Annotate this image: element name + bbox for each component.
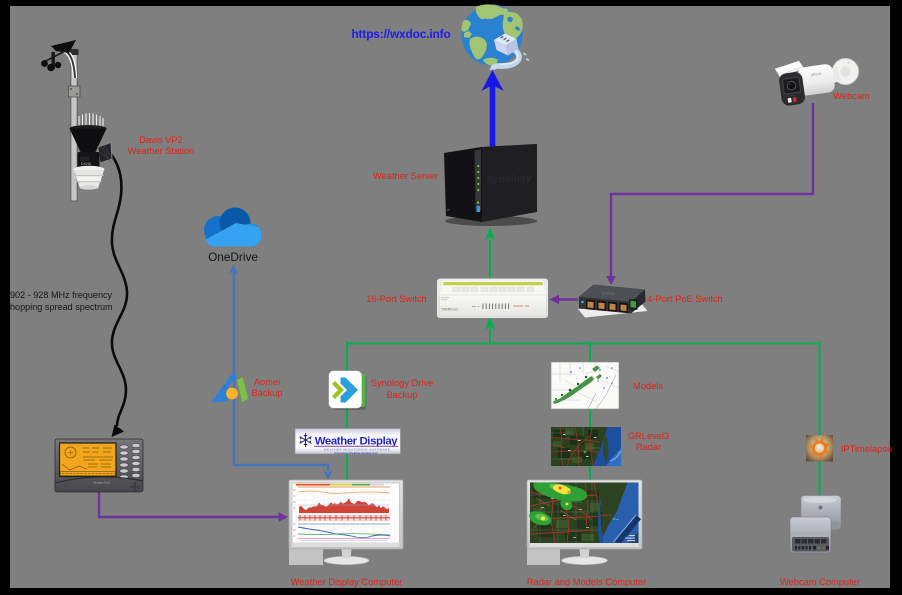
svg-text:TRENDnet: TRENDnet (441, 308, 459, 312)
svg-text:Synology: Synology (486, 173, 532, 186)
svg-text:Weather Display: Weather Display (315, 436, 398, 448)
svg-text:Vantage Pro2: Vantage Pro2 (93, 481, 110, 485)
svg-text:tp-link: tp-link (601, 290, 615, 297)
svg-text:DAVIS: DAVIS (81, 162, 92, 166)
svg-text:http://www.Weather-Display.com: http://www.Weather-Display.com (334, 451, 378, 455)
svg-text:WEATHER MONITORING SOFTWARE: WEATHER MONITORING SOFTWARE (324, 448, 391, 452)
svg-text:alhua: alhua (810, 71, 822, 78)
